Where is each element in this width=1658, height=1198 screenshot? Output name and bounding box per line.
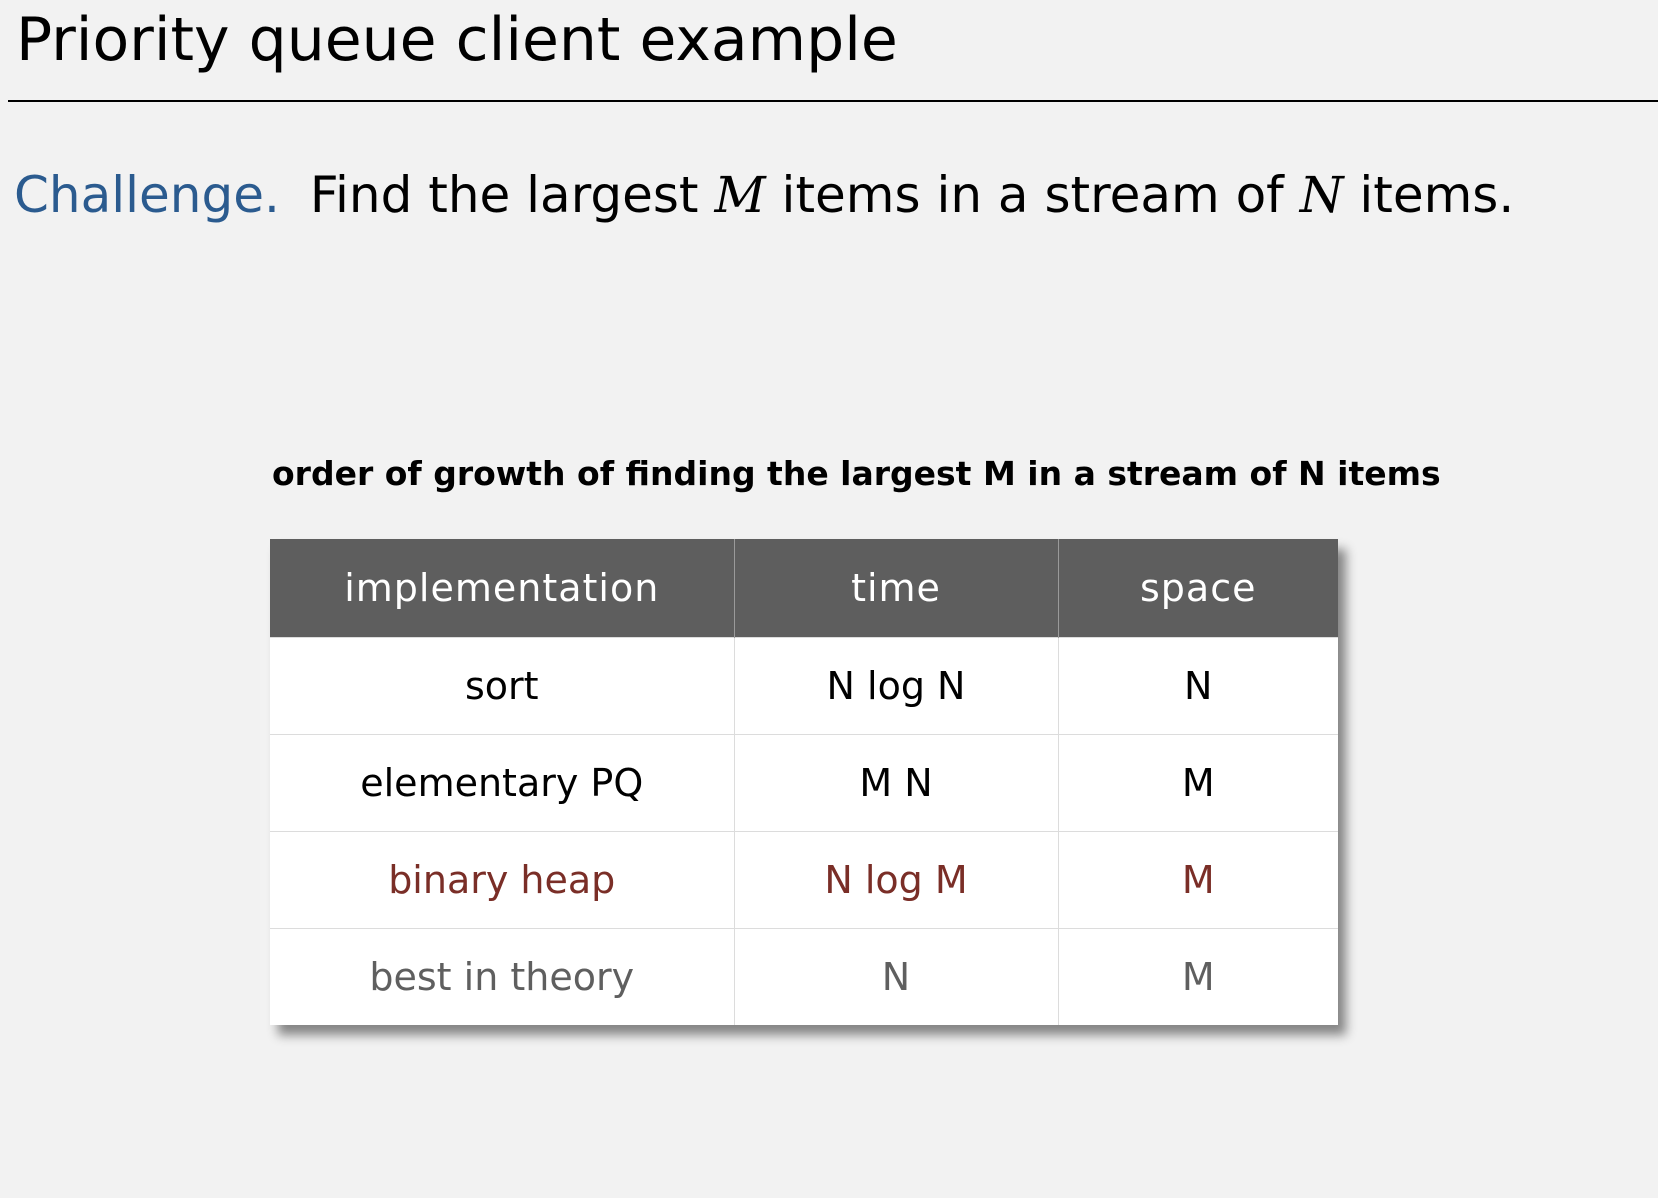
title-divider: [8, 100, 1658, 102]
growth-table: implementation time space sort N log N N…: [270, 539, 1338, 1025]
cell-space: N: [1058, 637, 1338, 735]
cell-implementation: sort: [270, 637, 735, 735]
cell-time: M N: [734, 734, 1059, 832]
cell-implementation: best in theory: [270, 928, 735, 1025]
challenge-statement: Challenge. Find the largest M items in a …: [14, 160, 1514, 230]
table-row-muted: best in theory N M: [270, 928, 1338, 1025]
challenge-text-2: items in a stream of: [781, 166, 1284, 224]
challenge-label: Challenge.: [14, 166, 280, 224]
header-space: space: [1058, 539, 1338, 638]
table-row-highlighted: binary heap N log M M: [270, 831, 1338, 929]
cell-space: M: [1058, 928, 1338, 1025]
cell-space: M: [1058, 734, 1338, 832]
header-implementation: implementation: [270, 539, 735, 638]
cell-implementation: elementary PQ: [270, 734, 735, 832]
cell-space: M: [1058, 831, 1338, 929]
table-caption: order of growth of finding the largest M…: [272, 454, 1441, 493]
header-time: time: [734, 539, 1059, 638]
slide-title: Priority queue client example: [16, 5, 898, 75]
table-row: elementary PQ M N M: [270, 734, 1338, 832]
cell-time: N log N: [734, 637, 1059, 735]
challenge-text-1: Find the largest: [309, 166, 699, 224]
growth-table-container: implementation time space sort N log N N…: [270, 539, 1338, 1025]
cell-implementation: binary heap: [270, 831, 735, 929]
variable-m: M: [714, 166, 766, 224]
variable-n: N: [1299, 166, 1344, 224]
cell-time: N: [734, 928, 1059, 1025]
challenge-text-3: items.: [1359, 166, 1515, 224]
table-header-row: implementation time space: [270, 539, 1338, 638]
table-row: sort N log N N: [270, 637, 1338, 735]
cell-time: N log M: [734, 831, 1059, 929]
